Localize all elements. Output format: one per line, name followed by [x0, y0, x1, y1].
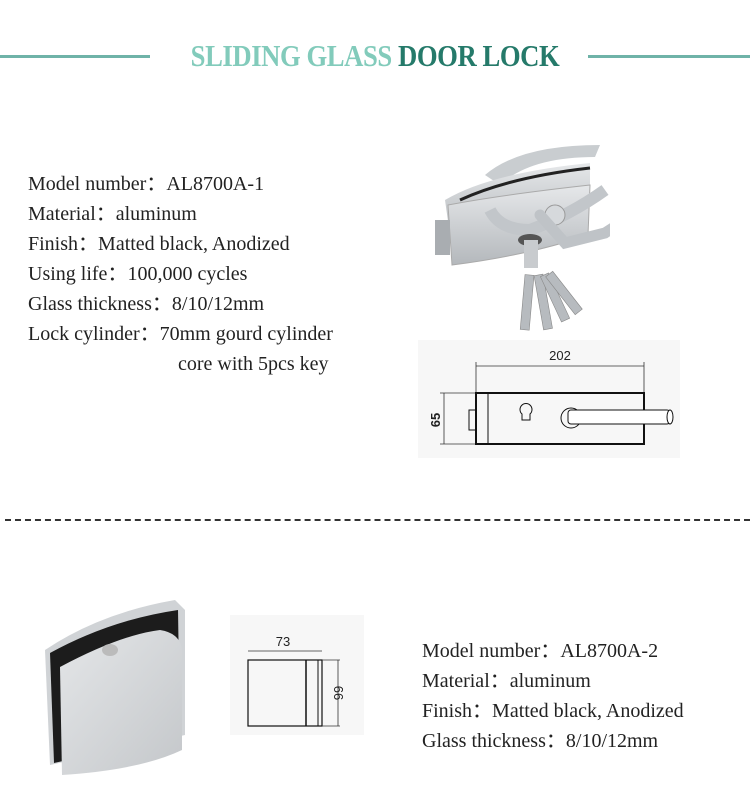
lock-product-photo — [435, 145, 610, 331]
spec-row: Glass thickness：8/10/12mm — [422, 730, 659, 752]
spec-row: Model number：AL8700A-2 — [422, 640, 659, 662]
clamp-product-photo — [45, 600, 185, 775]
title-rule-left — [0, 55, 150, 58]
height-dimension: 66 — [331, 686, 346, 700]
spec-row: Using life：100,000 cycles — [28, 263, 248, 285]
height-dimension: 65 — [428, 413, 443, 427]
title-rule-right — [588, 55, 750, 58]
spec-row: Material：aluminum — [422, 670, 591, 692]
lock-dimension-drawing: 202 65 — [418, 340, 680, 458]
width-dimension: 73 — [276, 634, 290, 649]
product1-specs: Model number：AL8700A-1 Material：aluminum… — [28, 169, 333, 379]
spec-row: Material：aluminum — [28, 203, 197, 225]
spec-continuation: core with 5pcs key — [178, 353, 329, 375]
product2-specs: Model number：AL8700A-2 Material：aluminum… — [422, 636, 684, 756]
spec-row: Finish：Matted black, Anodized — [28, 233, 290, 255]
spec-row: Lock cylinder：70mm gourd cylinder — [28, 323, 333, 345]
section-divider — [5, 519, 750, 521]
spec-row: Finish：Matted black, Anodized — [422, 700, 684, 722]
clamp-dimension-drawing: 73 66 — [230, 615, 364, 735]
page-title: SLIDING GLASS DOOR LOCK — [190, 38, 560, 73]
spec-row: Glass thickness：8/10/12mm — [28, 293, 265, 315]
width-dimension: 202 — [549, 348, 571, 363]
spec-row: Model number：AL8700A-1 — [28, 173, 265, 195]
